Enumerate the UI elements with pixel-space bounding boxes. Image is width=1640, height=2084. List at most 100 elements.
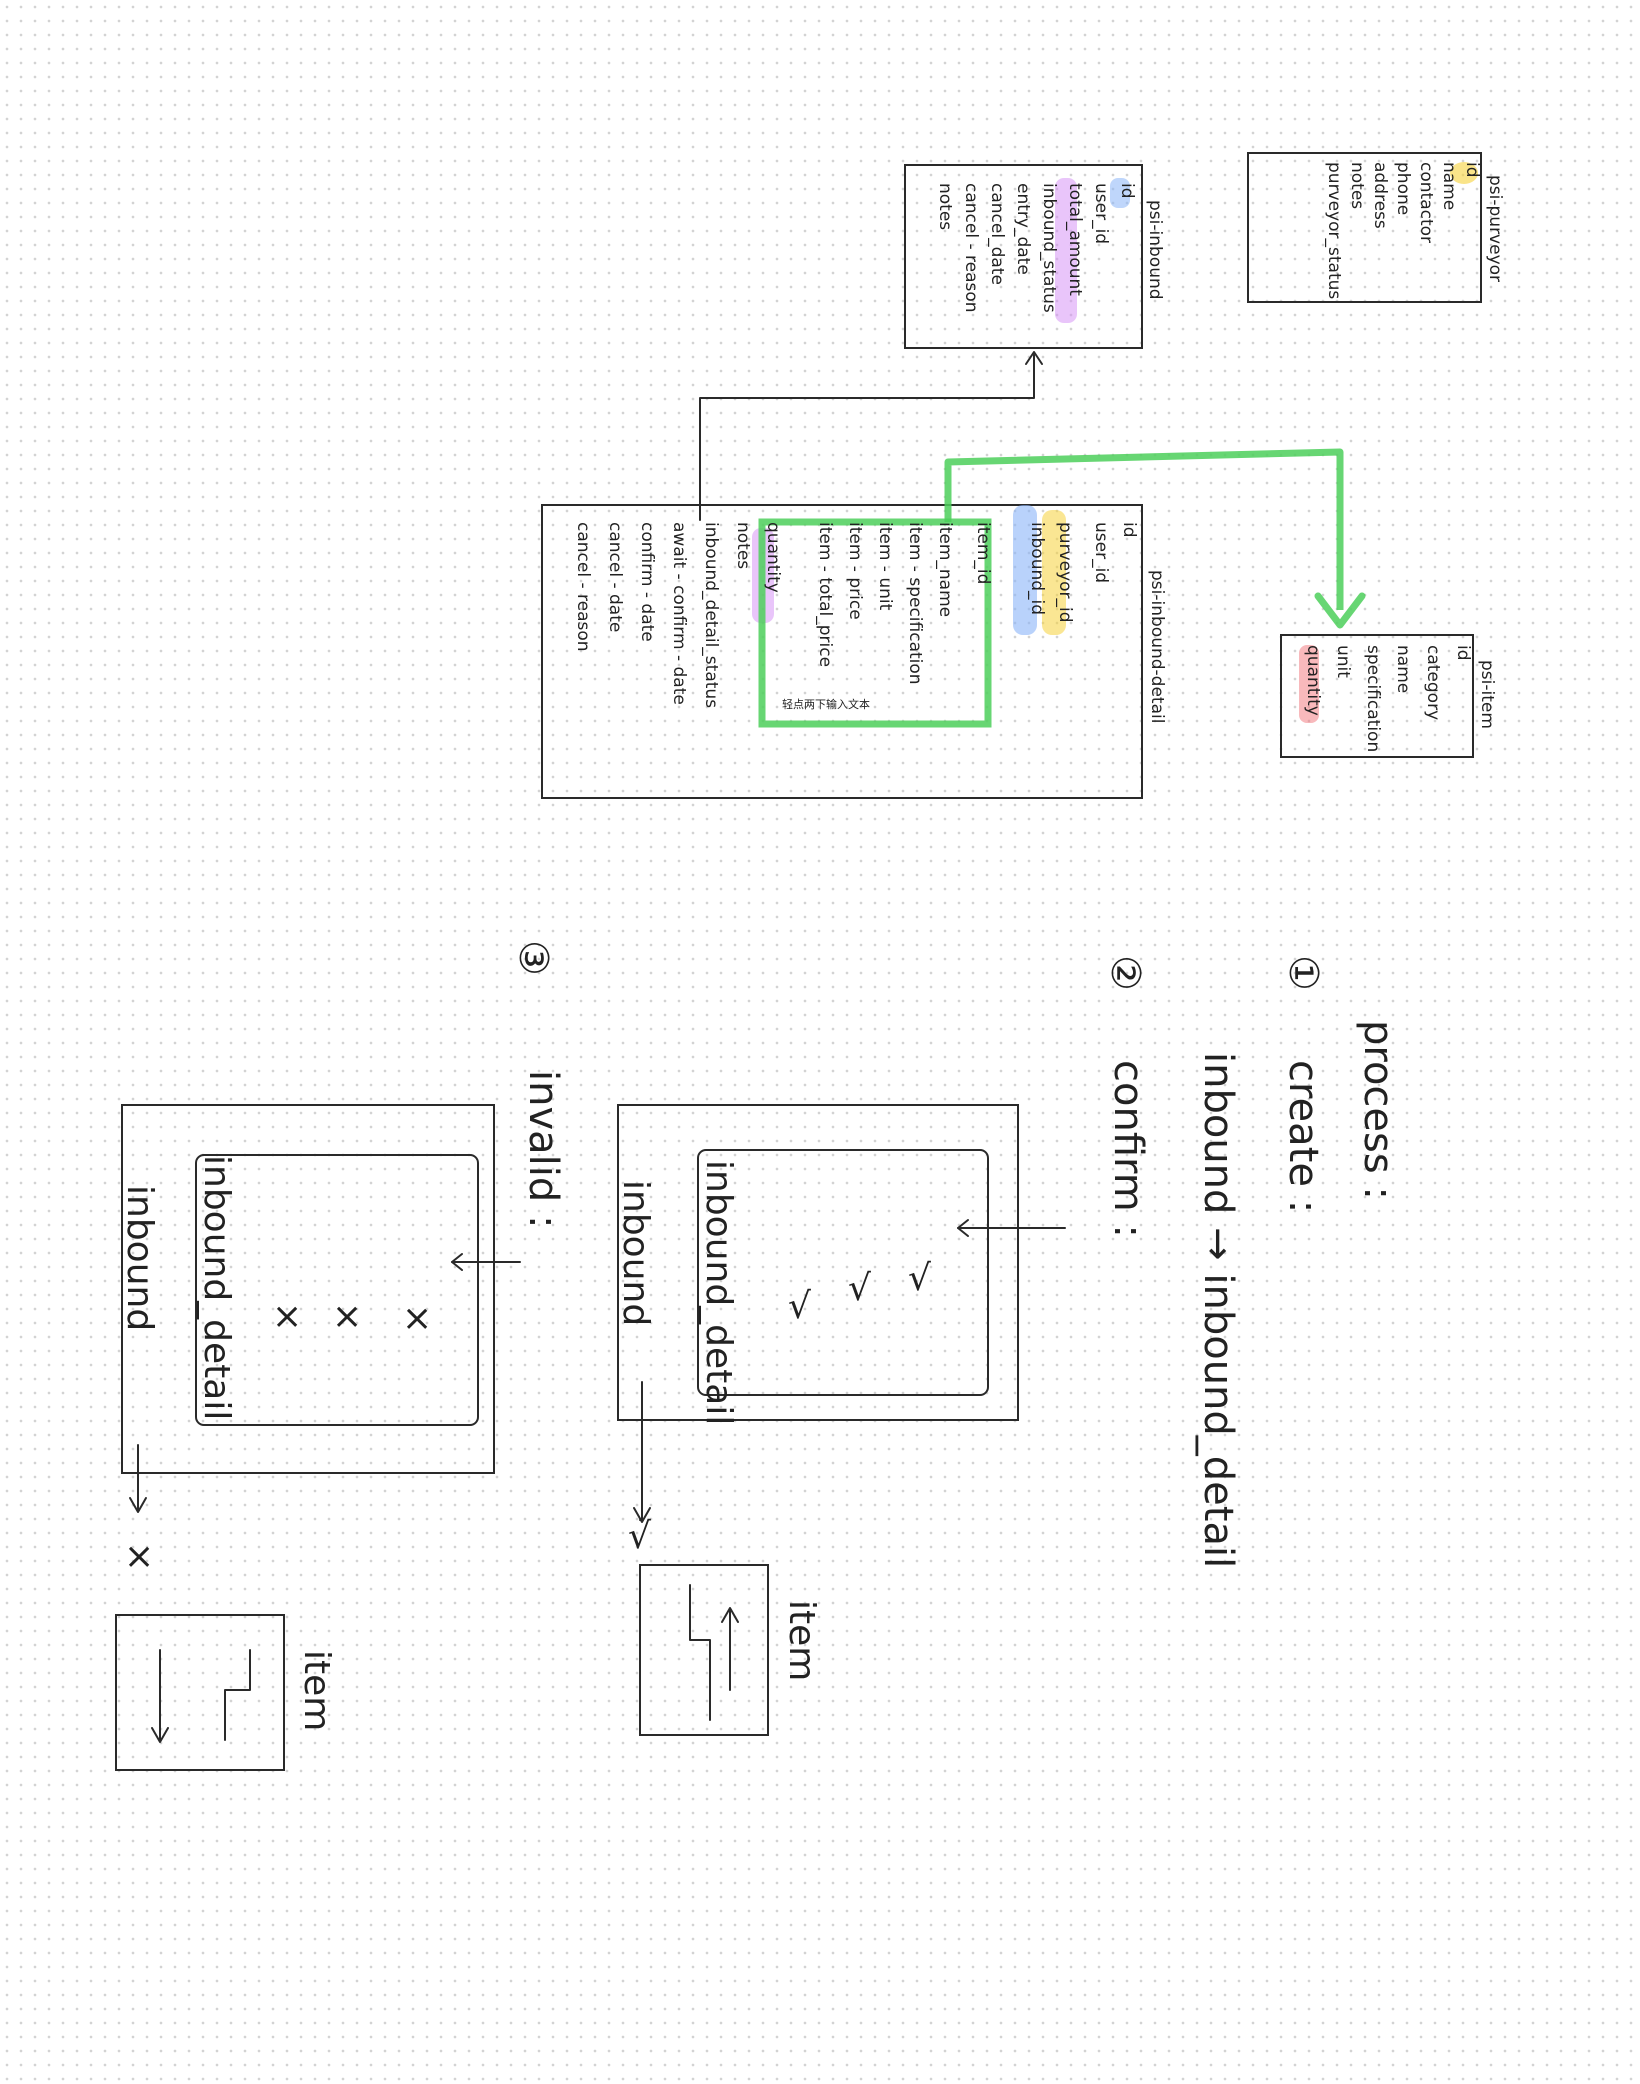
check-mark: √ bbox=[788, 1286, 811, 1327]
table-inbound-title: psi-inbound bbox=[1145, 200, 1165, 300]
table-inbound-detail-title: psi-inbound-detail bbox=[1147, 570, 1167, 723]
overlay-placeholder-text: 轻点两下输入文本 bbox=[782, 697, 870, 711]
table-field: id bbox=[1453, 645, 1473, 661]
cross-mark: × bbox=[332, 1296, 362, 1337]
table-field: confirm - date bbox=[637, 522, 657, 642]
item-fields-outline bbox=[758, 518, 992, 728]
table-field: specification bbox=[1363, 645, 1383, 752]
invalid-item-box bbox=[115, 1614, 285, 1771]
table-field: cancel - reason bbox=[573, 522, 593, 652]
table-field: quantity bbox=[1303, 645, 1323, 716]
confirm-result-arrow bbox=[639, 1381, 643, 1521]
table-field: total_amount bbox=[1065, 183, 1085, 296]
table-field: phone bbox=[1393, 162, 1413, 215]
highlight-blue bbox=[1110, 178, 1130, 208]
table-field: item - unit bbox=[875, 522, 895, 611]
table-field: quantity bbox=[763, 522, 783, 593]
table-field: id bbox=[1462, 162, 1482, 178]
arrowhead bbox=[957, 1219, 969, 1237]
table-inbound-box bbox=[904, 164, 1143, 349]
table-field: item_id bbox=[973, 522, 993, 584]
table-purveyor-title: psi-purveyor bbox=[1485, 175, 1505, 282]
table-field: item_name bbox=[935, 522, 955, 617]
process-section: process : ① create : inbound → inbound_d… bbox=[115, 940, 1401, 1771]
table-inbound: psi-inbound id user_id total_amount inbo… bbox=[904, 164, 1165, 349]
highlight-purple bbox=[1055, 178, 1077, 323]
table-field: user_id bbox=[1091, 183, 1111, 244]
invalid-outer-box bbox=[121, 1104, 495, 1474]
cross-mark: × bbox=[402, 1298, 432, 1339]
box-label: inbound bbox=[615, 1180, 656, 1326]
table-field: id bbox=[1117, 183, 1137, 199]
table-field: cancel_date bbox=[987, 183, 1007, 285]
arrow-down-icon bbox=[151, 1649, 169, 1743]
confirm-inner-box bbox=[697, 1149, 989, 1396]
table-inbound-detail-box bbox=[541, 504, 1143, 799]
step-label: create : bbox=[1280, 1060, 1326, 1213]
table-field: item - specification bbox=[905, 522, 925, 685]
step-flow: inbound → inbound_detail bbox=[1195, 1052, 1241, 1568]
highlight-blue bbox=[1013, 505, 1037, 635]
table-purveyor: psi-purveyor id name contactor phone add… bbox=[1247, 152, 1505, 303]
table-field: entry_date bbox=[1013, 183, 1033, 275]
box-label: inbound_detail bbox=[196, 1155, 237, 1420]
arrowhead bbox=[633, 1507, 651, 1523]
table-inbound-detail: psi-inbound-detail id user_id purveyor_i… bbox=[541, 504, 1167, 799]
result-mark: √ bbox=[628, 1516, 651, 1557]
highlight-yellow bbox=[1450, 162, 1478, 184]
confirm-outer-box bbox=[617, 1104, 1019, 1421]
table-field: notes bbox=[1347, 162, 1367, 209]
table-field: item - price bbox=[845, 522, 865, 620]
box-label: inbound bbox=[119, 1185, 160, 1331]
item-level-sketch bbox=[224, 1649, 251, 1741]
table-field: cancel - date bbox=[605, 522, 625, 632]
table-field: category bbox=[1423, 645, 1443, 720]
table-field: user_id bbox=[1091, 522, 1111, 583]
invalid-inner-box bbox=[195, 1154, 479, 1426]
table-field: name bbox=[1439, 162, 1459, 210]
item-label: item bbox=[781, 1600, 822, 1681]
table-field: id bbox=[1119, 522, 1139, 538]
highlight-red bbox=[1299, 645, 1319, 723]
process-title: process : bbox=[1355, 1020, 1401, 1200]
table-field: inbound_status bbox=[1039, 183, 1059, 313]
arrowhead bbox=[129, 1497, 147, 1513]
table-field: await - confirm - date bbox=[669, 522, 689, 705]
table-field: unit bbox=[1333, 645, 1353, 678]
table-field: notes bbox=[935, 183, 955, 230]
table-field: inbound_id bbox=[1027, 522, 1047, 615]
table-field: purveyor_status bbox=[1324, 162, 1344, 299]
box-label: inbound_detail bbox=[698, 1160, 739, 1425]
green-connector-arrowhead bbox=[1314, 592, 1366, 629]
table-field: notes bbox=[733, 522, 753, 569]
step-number: ② bbox=[1102, 955, 1148, 991]
highlight-yellow bbox=[1042, 510, 1066, 635]
step-label: confirm : bbox=[1105, 1060, 1151, 1238]
item-level-sketch bbox=[689, 1584, 711, 1721]
arrowhead bbox=[451, 1253, 463, 1271]
check-mark: √ bbox=[908, 1258, 931, 1299]
table-field: cancel - reason bbox=[961, 183, 981, 313]
confirm-item-box bbox=[639, 1564, 769, 1736]
table-field: item - total_price bbox=[815, 522, 835, 667]
cross-mark: × bbox=[272, 1296, 302, 1337]
table-field: contactor bbox=[1416, 162, 1436, 243]
step-number: ① bbox=[1280, 955, 1326, 991]
green-connector-line bbox=[944, 448, 1344, 610]
table-item-box bbox=[1280, 634, 1474, 758]
table-item-title: psi-item bbox=[1477, 660, 1497, 729]
step-number: ③ bbox=[510, 940, 556, 976]
table-purveyor-box bbox=[1247, 152, 1482, 303]
table-field: purveyor_id bbox=[1055, 522, 1075, 623]
check-mark: √ bbox=[848, 1268, 871, 1309]
result-mark: × bbox=[124, 1536, 154, 1577]
table-field: inbound_detail_status bbox=[701, 522, 721, 708]
connector-line bbox=[699, 354, 1035, 521]
arrow-up-icon bbox=[721, 1607, 739, 1691]
table-field: name bbox=[1393, 645, 1413, 693]
connector-arrowhead bbox=[1025, 351, 1043, 365]
table-field: address bbox=[1370, 162, 1390, 229]
item-label: item bbox=[296, 1650, 337, 1731]
step-label: invalid : bbox=[520, 1070, 566, 1228]
